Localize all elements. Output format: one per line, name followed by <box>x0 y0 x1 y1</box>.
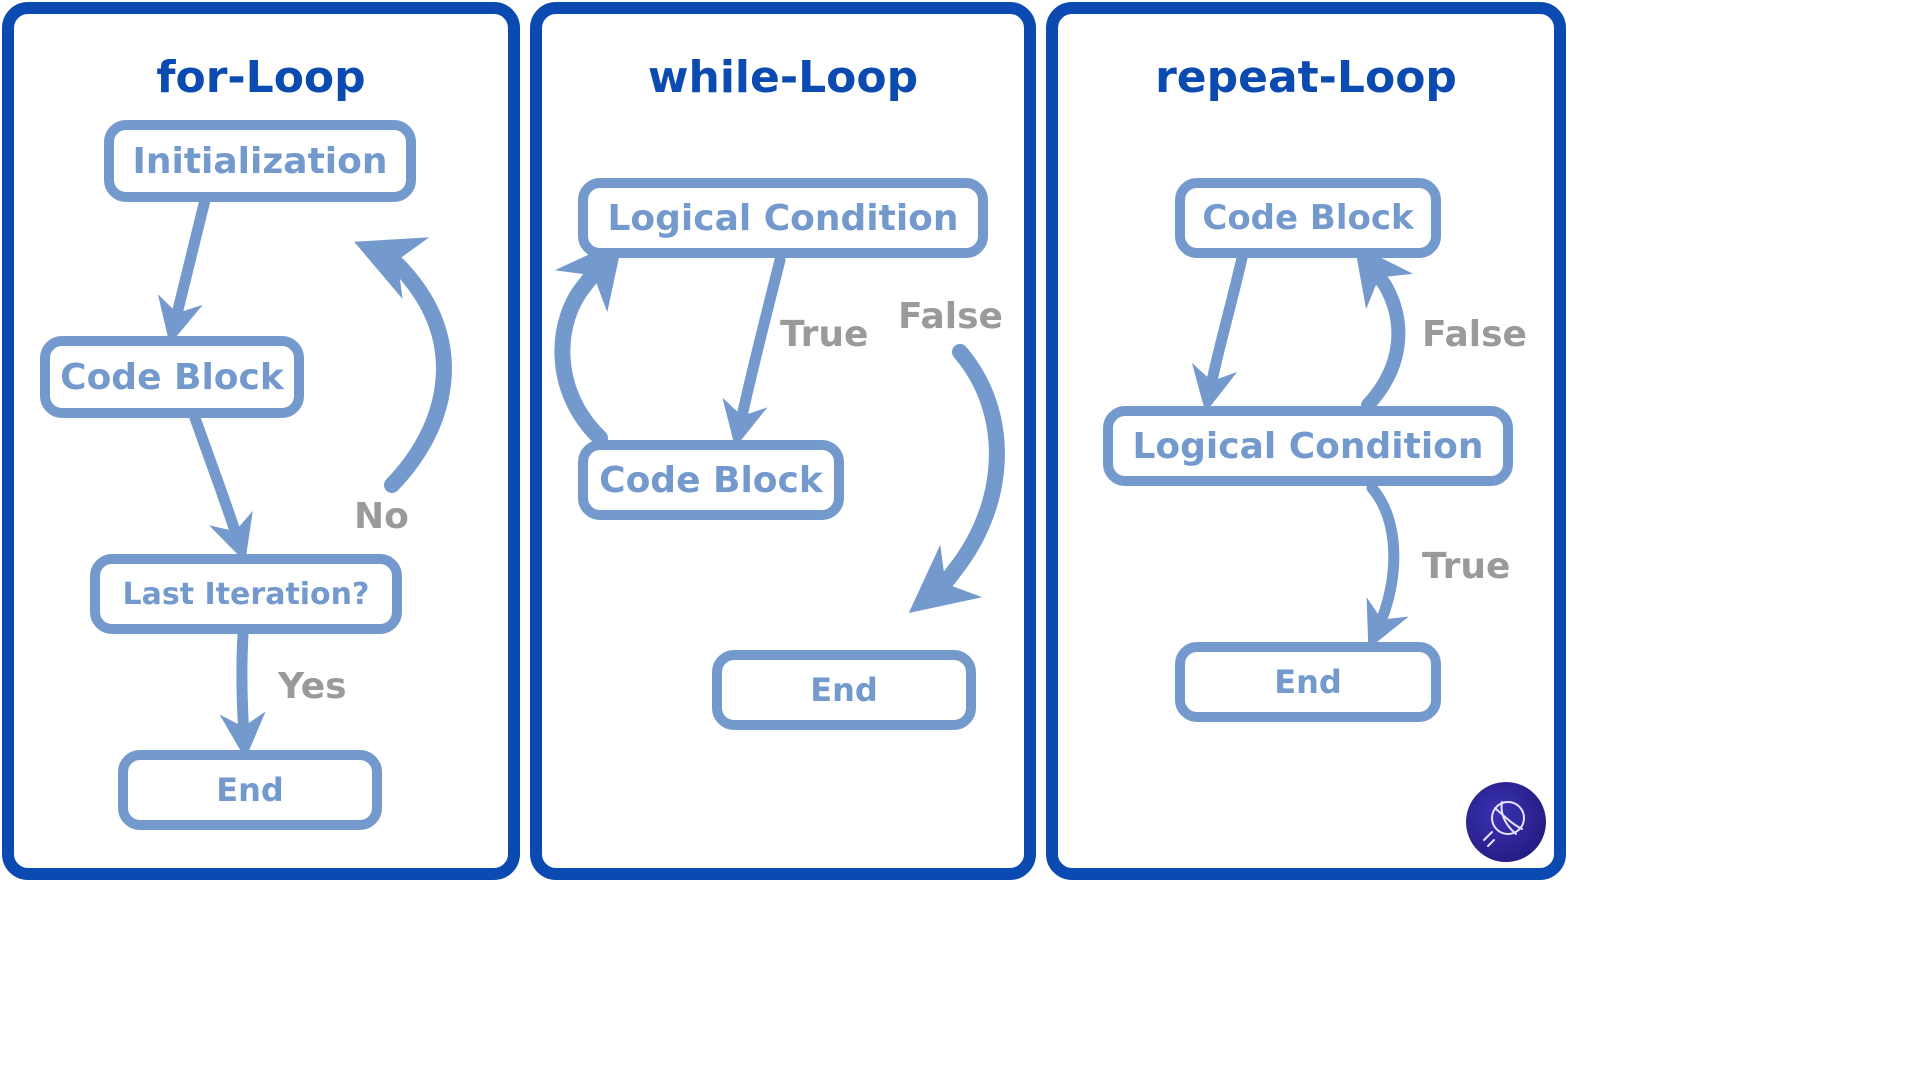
node-last-iteration: Last Iteration? <box>90 554 402 634</box>
edge-label-true: True <box>780 314 869 355</box>
edge-label-false: False <box>898 296 1003 337</box>
arrow-false-to-end <box>908 344 1005 613</box>
arrow-codeblock-to-condition-repeat <box>1191 252 1248 413</box>
arrow-condition-to-codeblock <box>722 254 786 448</box>
edge-label-true: True <box>1422 546 1511 587</box>
flow-arrows <box>157 194 1414 760</box>
edge-label-yes: Yes <box>278 666 347 707</box>
arrow-init-to-codeblock <box>157 194 211 345</box>
arrow-codeblock-to-check <box>189 412 253 562</box>
node-code-block: Code Block <box>1175 178 1441 258</box>
arrow-check-to-end <box>219 628 266 760</box>
edge-label-no: No <box>354 496 409 537</box>
arrow-codeblock-to-condition <box>554 238 623 446</box>
panel-title-for-loop: for-Loop <box>156 52 366 103</box>
node-code-block: Code Block <box>578 440 844 520</box>
node-code-block: Code Block <box>40 336 304 418</box>
edge-label-false: False <box>1422 314 1527 355</box>
node-end: End <box>118 750 382 830</box>
node-logical-condition: Logical Condition <box>578 178 988 258</box>
node-end: End <box>712 650 976 730</box>
arrow-no-loop-back <box>354 237 452 493</box>
arrow-true-to-end <box>1366 482 1409 650</box>
node-end: End <box>1175 642 1441 722</box>
panel-title-while-loop: while-Loop <box>647 52 919 103</box>
node-logical-condition: Logical Condition <box>1103 406 1513 486</box>
panel-title-repeat-loop: repeat-Loop <box>1155 52 1457 103</box>
globe-logo-icon <box>1466 782 1546 862</box>
node-initialization: Initialization <box>104 120 416 202</box>
arrow-false-loop-back <box>1354 244 1414 412</box>
